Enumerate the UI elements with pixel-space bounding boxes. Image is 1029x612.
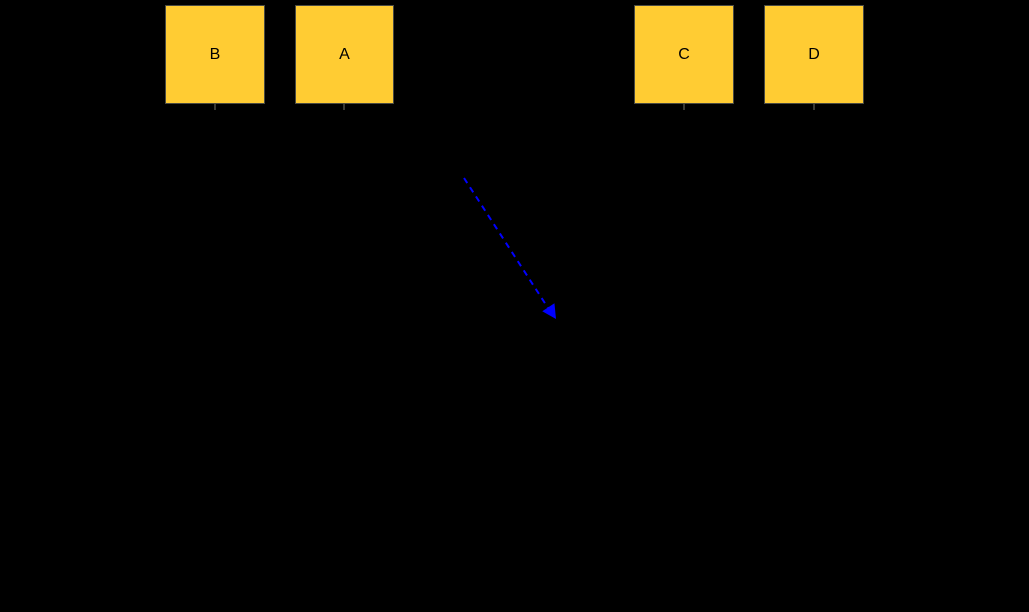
node-connector-stub-a [343, 104, 345, 110]
node-box-a[interactable]: A [295, 5, 394, 104]
node-box-d[interactable]: D [764, 5, 864, 104]
node-label: A [339, 45, 350, 63]
node-connector-stub-b [214, 104, 216, 110]
node-box-c[interactable]: C [634, 5, 734, 104]
node-box-b[interactable]: B [165, 5, 265, 104]
node-label: C [678, 45, 690, 63]
node-label: B [209, 45, 221, 63]
arrow-shaft [463, 177, 551, 312]
node-label: D [808, 45, 820, 63]
node-connector-stub-d [813, 104, 815, 110]
arrow-head [542, 303, 556, 319]
node-connector-stub-c [683, 104, 685, 110]
blue-dashed-arrow [463, 177, 556, 319]
